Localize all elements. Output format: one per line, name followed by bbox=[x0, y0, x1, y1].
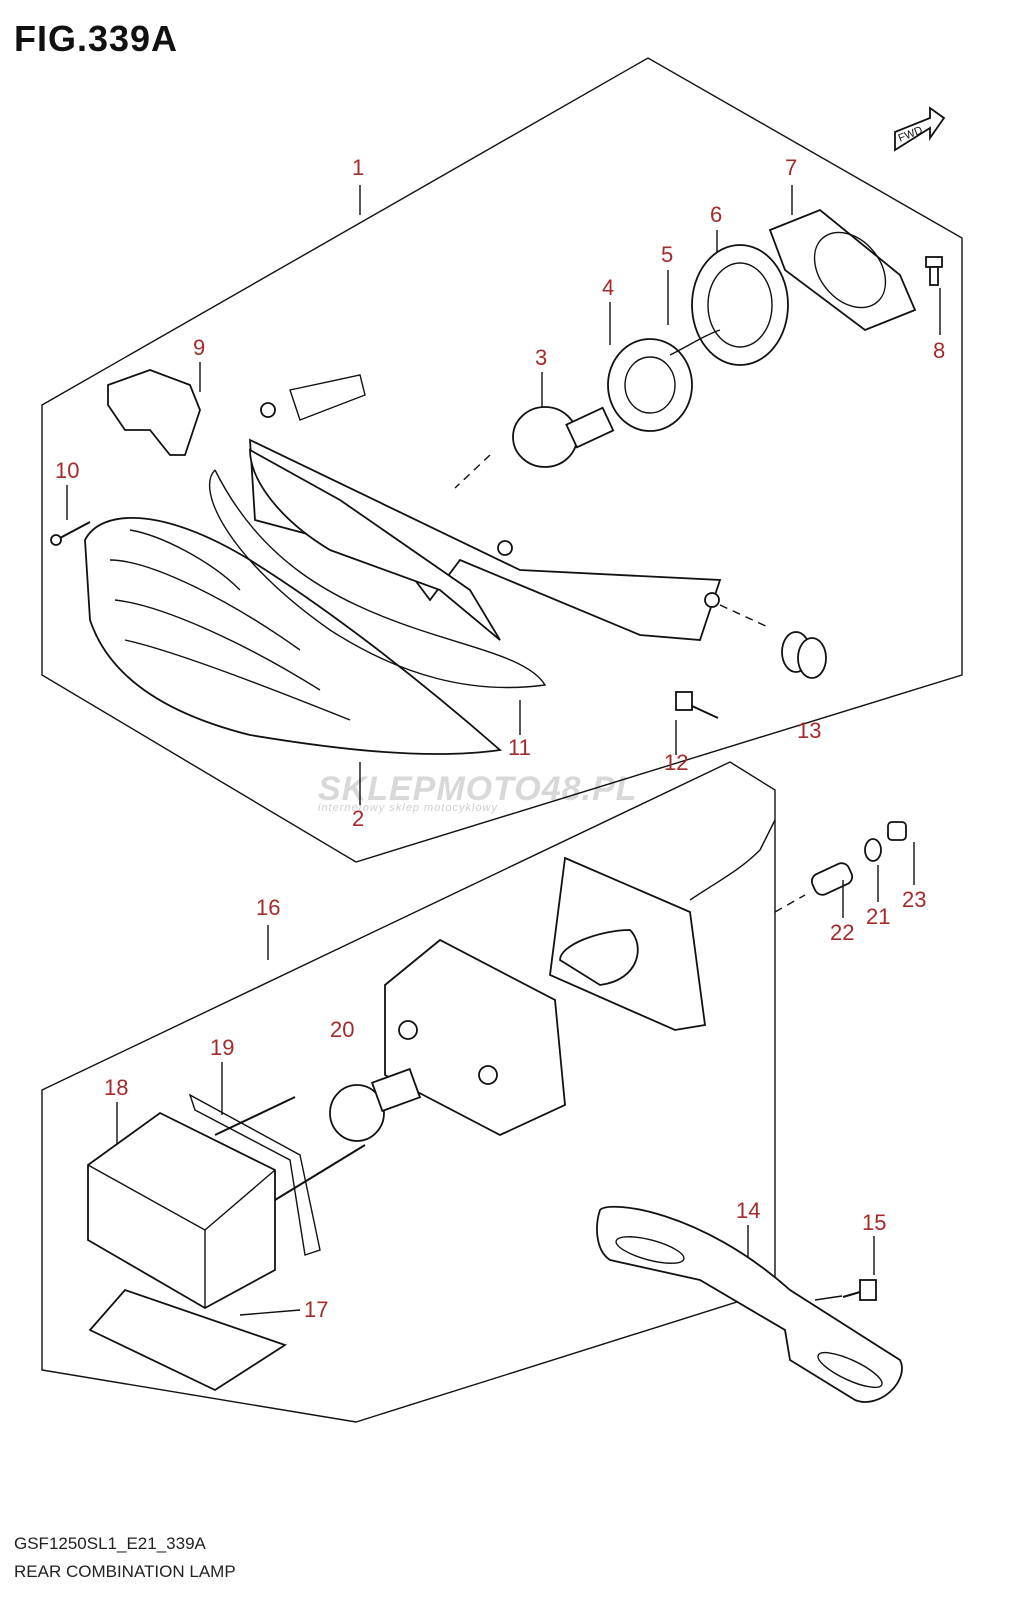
upper-assembly-frame bbox=[41, 57, 963, 863]
socket-holder-part-6 bbox=[691, 244, 789, 366]
callout-16: 16 bbox=[256, 895, 280, 920]
lens-part-18 bbox=[87, 1111, 276, 1310]
clip-part-9 bbox=[107, 369, 201, 456]
callout-10: 10 bbox=[55, 458, 79, 483]
gasket-part-19 bbox=[188, 1093, 321, 1256]
washer-part-21 bbox=[864, 838, 882, 862]
lens-seal-part bbox=[208, 469, 547, 689]
bracket-part-14 bbox=[596, 1205, 903, 1403]
fwd-label: FWD bbox=[897, 124, 925, 145]
figure-footer: GSF1250SL1_E21_339A REAR COMBINATION LAM… bbox=[14, 1530, 236, 1586]
callout-14: 14 bbox=[736, 1198, 760, 1223]
screw-part-8 bbox=[925, 256, 943, 286]
callout-8: 8 bbox=[933, 338, 945, 363]
lamp-body-part bbox=[384, 938, 566, 1137]
callout-22: 22 bbox=[830, 920, 854, 945]
wire-part-5 bbox=[669, 329, 721, 356]
screw-part-10 bbox=[50, 521, 91, 546]
callout-2: 2 bbox=[352, 806, 364, 831]
callout-20: 20 bbox=[330, 1017, 354, 1042]
figure-name: REAR COMBINATION LAMP bbox=[14, 1562, 236, 1581]
figure-title: FIG.339A bbox=[14, 18, 179, 59]
gasket-part-7 bbox=[768, 208, 917, 332]
lens-part bbox=[84, 516, 503, 755]
stud-bolts bbox=[214, 1096, 366, 1201]
base-plate-part bbox=[549, 819, 776, 1031]
callout-9: 9 bbox=[193, 335, 205, 360]
lamp-housing-part bbox=[249, 374, 722, 641]
spacer-part-22 bbox=[810, 862, 854, 896]
nut-part-12 bbox=[675, 691, 719, 719]
figure-code: GSF1250SL1_E21_339A bbox=[14, 1534, 206, 1553]
leader-lines bbox=[66, 185, 941, 1316]
bolt-part-15 bbox=[842, 1279, 877, 1301]
callout-21: 21 bbox=[866, 904, 890, 929]
callout-4: 4 bbox=[602, 275, 614, 300]
callout-17: 17 bbox=[304, 1297, 328, 1322]
fwd-arrow-icon: FWD bbox=[894, 106, 946, 152]
nut-part-23 bbox=[887, 821, 907, 841]
callout-1: 1 bbox=[352, 155, 364, 180]
callout-18: 18 bbox=[104, 1075, 128, 1100]
watermark-brand: SKLEPMOTO48.PL bbox=[318, 770, 638, 808]
callout-6: 6 bbox=[710, 202, 722, 227]
callout-12: 12 bbox=[664, 750, 688, 775]
callout-19: 19 bbox=[210, 1035, 234, 1060]
socket-part-4 bbox=[607, 338, 693, 432]
callout-3: 3 bbox=[535, 345, 547, 370]
callout-13: 13 bbox=[797, 718, 821, 743]
bulb-part-20 bbox=[329, 1067, 422, 1142]
grommet-part-13 bbox=[781, 631, 827, 679]
bulb-part-3 bbox=[512, 406, 615, 468]
callout-11: 11 bbox=[508, 735, 531, 760]
callout-5: 5 bbox=[661, 242, 673, 267]
reflector-part-17 bbox=[88, 1288, 288, 1392]
callout-15: 15 bbox=[862, 1210, 886, 1235]
callout-23: 23 bbox=[902, 887, 926, 912]
callout-7: 7 bbox=[785, 155, 797, 180]
watermark-tagline: internetowy sklep motocyklowy bbox=[318, 802, 499, 814]
